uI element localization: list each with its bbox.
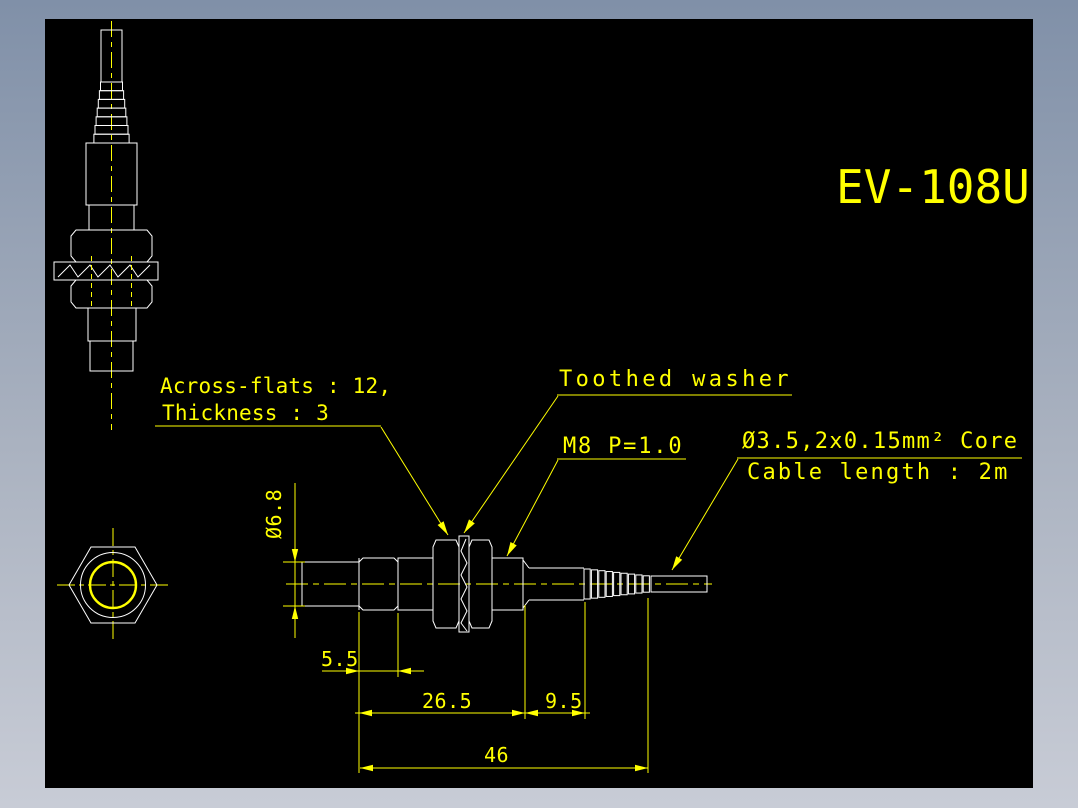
thread-spec-label: M8 P=1.0 (563, 434, 684, 459)
dim-thread-length: 26.5 (422, 689, 473, 713)
cable-length-label: Cable length : 2m (747, 460, 1010, 485)
toothed-washer-label: Toothed washer (559, 367, 793, 392)
dim-tip-diameter: Ø6.8 (262, 488, 286, 539)
core-spec-label: Ø3.5,2x0.15mm² Core (742, 429, 1019, 454)
across-flats-label-line2: Thickness : 3 (162, 401, 329, 425)
across-flats-label-line1: Across-flats : 12, (160, 374, 392, 398)
dim-rear-length: 9.5 (545, 689, 583, 713)
dim-front-length: 5.5 (321, 647, 359, 671)
model-number-label: EV-108U (836, 160, 1030, 214)
dim-overall-length: 46 (484, 743, 510, 767)
